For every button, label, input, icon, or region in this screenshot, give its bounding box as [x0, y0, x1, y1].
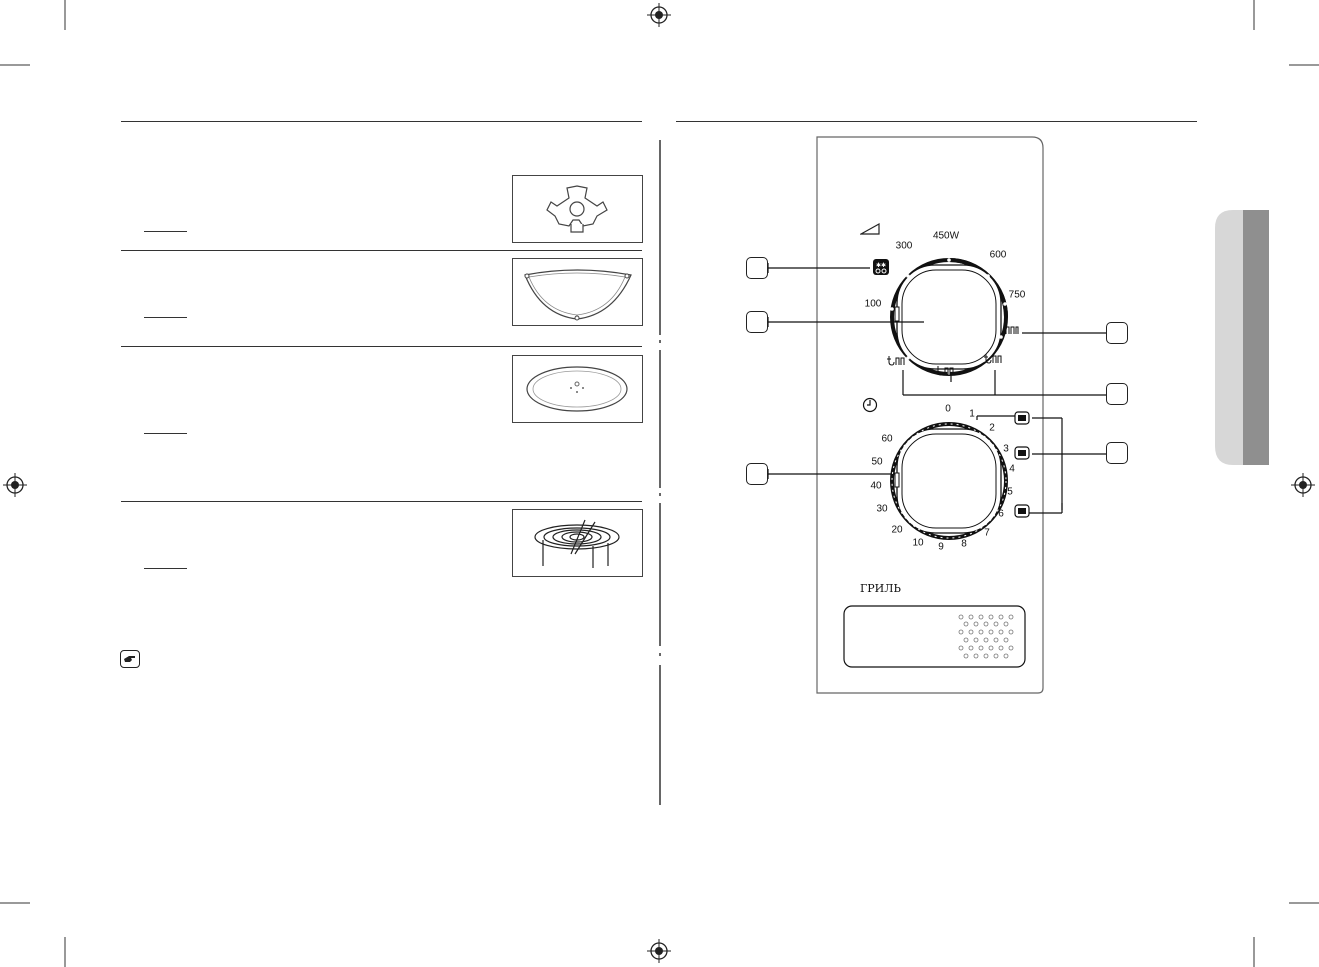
power-label-450w: 450W	[932, 230, 960, 242]
side-tab	[1215, 210, 1269, 465]
item-divider-2	[121, 346, 642, 347]
grill-label: ГРИЛЬ	[860, 582, 901, 595]
timer-label-5: 5	[1007, 486, 1013, 498]
power-dial[interactable]	[884, 252, 1014, 382]
clock-icon	[862, 397, 878, 413]
timer-label-8: 8	[961, 538, 967, 550]
power-label-300: 300	[895, 240, 913, 252]
item-underline-coupler	[144, 231, 187, 232]
power-label-600: 600	[989, 249, 1007, 261]
timer-label-10: 10	[912, 537, 924, 549]
column-separator	[659, 653, 661, 656]
left-header-rule	[121, 121, 642, 122]
timer-label-50: 50	[871, 456, 883, 468]
timer-label-3: 3	[1003, 443, 1009, 455]
timer-label-9: 9	[938, 541, 944, 553]
auto-menu-icon-1	[1014, 411, 1030, 425]
registration-mark-top	[647, 3, 671, 27]
leader-lines-bottom	[1028, 503, 1063, 514]
display-window	[843, 605, 1026, 668]
grill-rack-image	[512, 509, 643, 577]
combi-icon-middle	[936, 366, 954, 376]
item-underline-turntable	[144, 433, 187, 434]
timer-label-2: 2	[989, 422, 995, 434]
roller-ring-icon	[524, 269, 632, 321]
column-separator	[659, 665, 661, 805]
svg-text:✱✱: ✱✱	[876, 262, 886, 269]
item-underline-roller-ring	[144, 317, 187, 318]
timer-label-0: 0	[945, 403, 951, 415]
item-divider-1	[121, 250, 642, 251]
column-separator	[659, 493, 661, 496]
defrost-icon: ✱✱	[873, 259, 889, 275]
timer-label-1: 1	[969, 408, 975, 420]
timer-label-30: 30	[876, 503, 888, 515]
turntable-icon	[526, 366, 628, 412]
column-separator	[659, 140, 661, 335]
power-label-750: 750	[1008, 289, 1026, 301]
timer-dial[interactable]	[884, 416, 1014, 546]
leader-lines	[767, 263, 1106, 510]
column-separator	[659, 503, 661, 646]
timer-label-4: 4	[1009, 463, 1015, 475]
item-underline-grill-rack	[144, 568, 187, 569]
timer-label-7: 7	[984, 527, 990, 539]
registration-mark-right	[1291, 473, 1315, 497]
timer-label-20: 20	[891, 524, 903, 536]
power-level-icon	[860, 222, 880, 235]
grill-rack-icon	[534, 519, 620, 568]
turntable-image	[512, 355, 643, 423]
coupler-icon	[546, 185, 608, 233]
timer-label-6: 6	[998, 508, 1004, 520]
auto-menu-icon-2	[1014, 446, 1030, 460]
combi-icon-left	[887, 356, 905, 366]
right-header-rule	[676, 121, 1197, 122]
callout-power-dial	[746, 311, 768, 333]
timer-label-40: 40	[870, 480, 882, 492]
registration-mark-bottom	[647, 939, 671, 963]
column-separator	[659, 350, 661, 488]
registration-mark-left	[3, 473, 27, 497]
auto-menu-icon-3	[1014, 504, 1030, 518]
callout-combi	[1106, 383, 1128, 405]
callout-timer-dial	[746, 463, 768, 485]
grill-icon	[1005, 326, 1019, 334]
callout-defrost	[746, 257, 768, 279]
callout-grill	[1106, 322, 1128, 344]
power-label-100: 100	[864, 298, 882, 310]
timer-label-60: 60	[881, 433, 893, 445]
callout-auto-menu	[1106, 442, 1128, 464]
combi-icon-right	[984, 354, 1002, 364]
roller-ring-image	[512, 258, 643, 326]
coupler-image	[512, 175, 643, 243]
item-divider-3	[121, 501, 642, 502]
column-separator	[659, 340, 661, 343]
note-icon	[120, 650, 140, 668]
